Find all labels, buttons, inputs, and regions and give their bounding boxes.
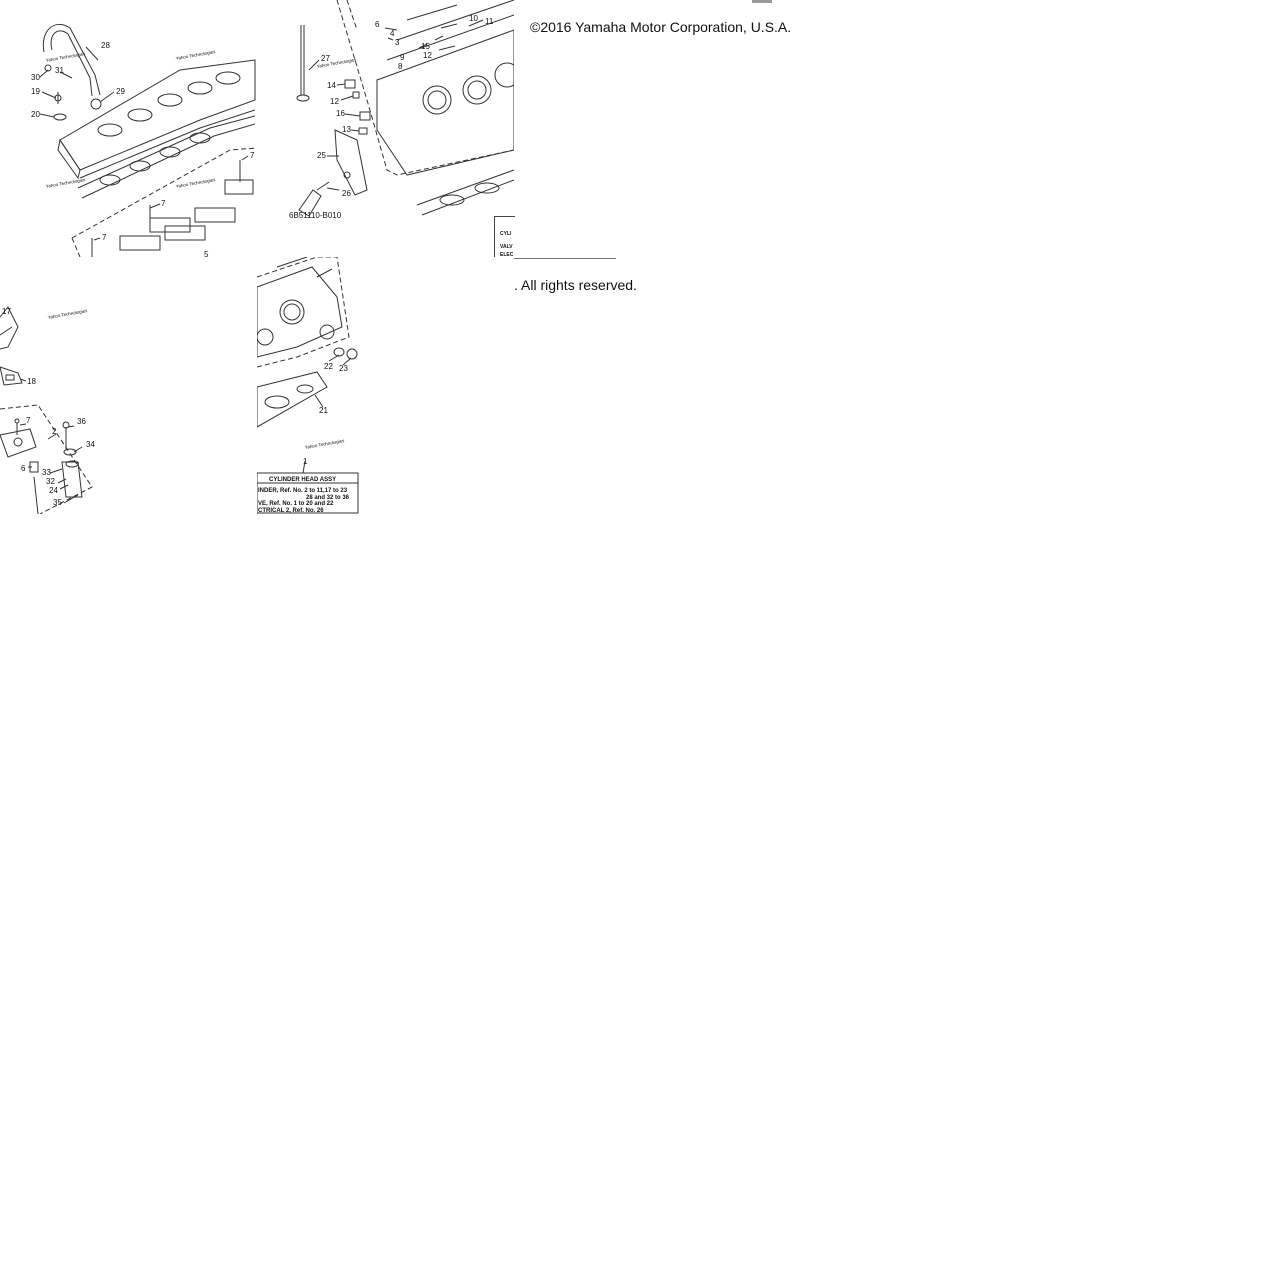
assy-table-line: INDER, Ref. No. 2 to 11,17 to 23 xyxy=(258,488,348,494)
callout-30: 30 xyxy=(31,73,40,82)
table-fragment-row: ELEC xyxy=(500,252,514,258)
callout-12b: 12 xyxy=(330,97,339,106)
callout-13: 13 xyxy=(342,125,351,134)
lower-middle-drawing: 22 23 21 1 Yahoo Technologies CYLINDER H… xyxy=(257,257,359,514)
callout-31: 31 xyxy=(55,66,64,75)
callout-4: 4 xyxy=(390,29,395,38)
callout-16: 16 xyxy=(336,109,345,118)
callout-5: 5 xyxy=(204,250,209,257)
callout-6: 6 xyxy=(375,20,380,29)
copyright-text: ©2016 Yamaha Motor Corporation, U.S.A. xyxy=(530,19,792,35)
cylinder-head-drawing: 6 4 3 15 9 12 8 10 11 27 14 12 16 13 25 … xyxy=(289,0,514,220)
callout-9: 9 xyxy=(400,53,405,62)
callout-17: 17 xyxy=(2,307,11,316)
callout-35: 35 xyxy=(53,498,62,507)
callout-20: 20 xyxy=(31,110,40,119)
callout-28: 28 xyxy=(101,41,110,50)
watermark: Yahoo Technologies xyxy=(175,49,216,61)
rights-text: . All rights reserved. xyxy=(514,277,637,293)
valve-cover-drawing: 28 30 31 19 29 20 7 7 7 5 Yahoo Technolo… xyxy=(31,23,257,257)
callout-22: 22 xyxy=(324,362,333,371)
callout-33: 33 xyxy=(42,468,51,477)
divider-rule xyxy=(514,258,616,259)
watermark: Yahoo Technologies xyxy=(47,308,88,320)
assy-table: CYLINDER HEAD ASSY INDER, Ref. No. 2 to … xyxy=(257,472,359,514)
callout-6b: 6 xyxy=(21,464,26,473)
callout-11: 11 xyxy=(485,17,494,26)
assy-table-line: CTRICAL 2, Ref. No. 26 xyxy=(258,508,324,514)
callout-7b: 7 xyxy=(102,233,107,242)
gray-bar xyxy=(752,0,772,3)
callout-7a: 7 xyxy=(161,199,166,208)
callout-19: 19 xyxy=(31,87,40,96)
callout-29: 29 xyxy=(116,87,125,96)
callout-10: 10 xyxy=(469,14,478,23)
diagram-tile-cylinder-head: 6 4 3 15 9 12 8 10 11 27 14 12 16 13 25 … xyxy=(257,0,514,257)
callout-24: 24 xyxy=(49,486,58,495)
table-fragment: CYLI VALV ELEC xyxy=(494,216,515,259)
table-fragment-row: VALV xyxy=(500,244,513,250)
table-fragment-row: CYLI xyxy=(500,231,512,237)
callout-3: 3 xyxy=(395,38,400,47)
callout-26: 26 xyxy=(342,189,351,198)
watermark: Yahoo Technologies xyxy=(304,438,345,450)
callout-18: 18 xyxy=(27,377,36,386)
diagram-tile-lower-middle: 22 23 21 1 Yahoo Technologies CYLINDER H… xyxy=(257,257,514,514)
assy-table-line: 28 and 32 to 36 xyxy=(306,495,350,501)
callout-7c: 7 xyxy=(250,151,255,160)
callout-2: 2 xyxy=(52,427,57,436)
assy-table-title: CYLINDER HEAD ASSY xyxy=(269,477,336,483)
callout-21: 21 xyxy=(319,406,328,415)
callout-25: 25 xyxy=(317,151,326,160)
lower-left-drawing: 17 18 7 36 2 34 6 33 32 24 35 Yahoo Tech… xyxy=(0,306,95,514)
diagram-code: 6B51110-B010 xyxy=(289,211,342,220)
callout-32: 32 xyxy=(46,477,55,486)
callout-14: 14 xyxy=(327,81,336,90)
assy-table-line: VE, Ref. No. 1 to 20 and 22 xyxy=(258,501,334,507)
callout-15: 15 xyxy=(421,42,430,51)
callout-23: 23 xyxy=(339,364,348,373)
callout-36: 36 xyxy=(77,417,86,426)
diagram-tile-lower-left: 17 18 7 36 2 34 6 33 32 24 35 Yahoo Tech… xyxy=(0,257,257,514)
callout-1: 1 xyxy=(303,457,308,466)
watermark: Yahoo Technologies xyxy=(45,51,86,63)
callout-27: 27 xyxy=(321,54,330,63)
callout-12: 12 xyxy=(423,51,432,60)
callout-34: 34 xyxy=(86,440,95,449)
diagram-tile-valve-cover: 28 30 31 19 29 20 7 7 7 5 Yahoo Technolo… xyxy=(0,0,257,257)
callout-7d: 7 xyxy=(26,416,31,425)
watermark: Yahoo Technologies xyxy=(175,177,216,189)
callout-8: 8 xyxy=(398,62,403,71)
